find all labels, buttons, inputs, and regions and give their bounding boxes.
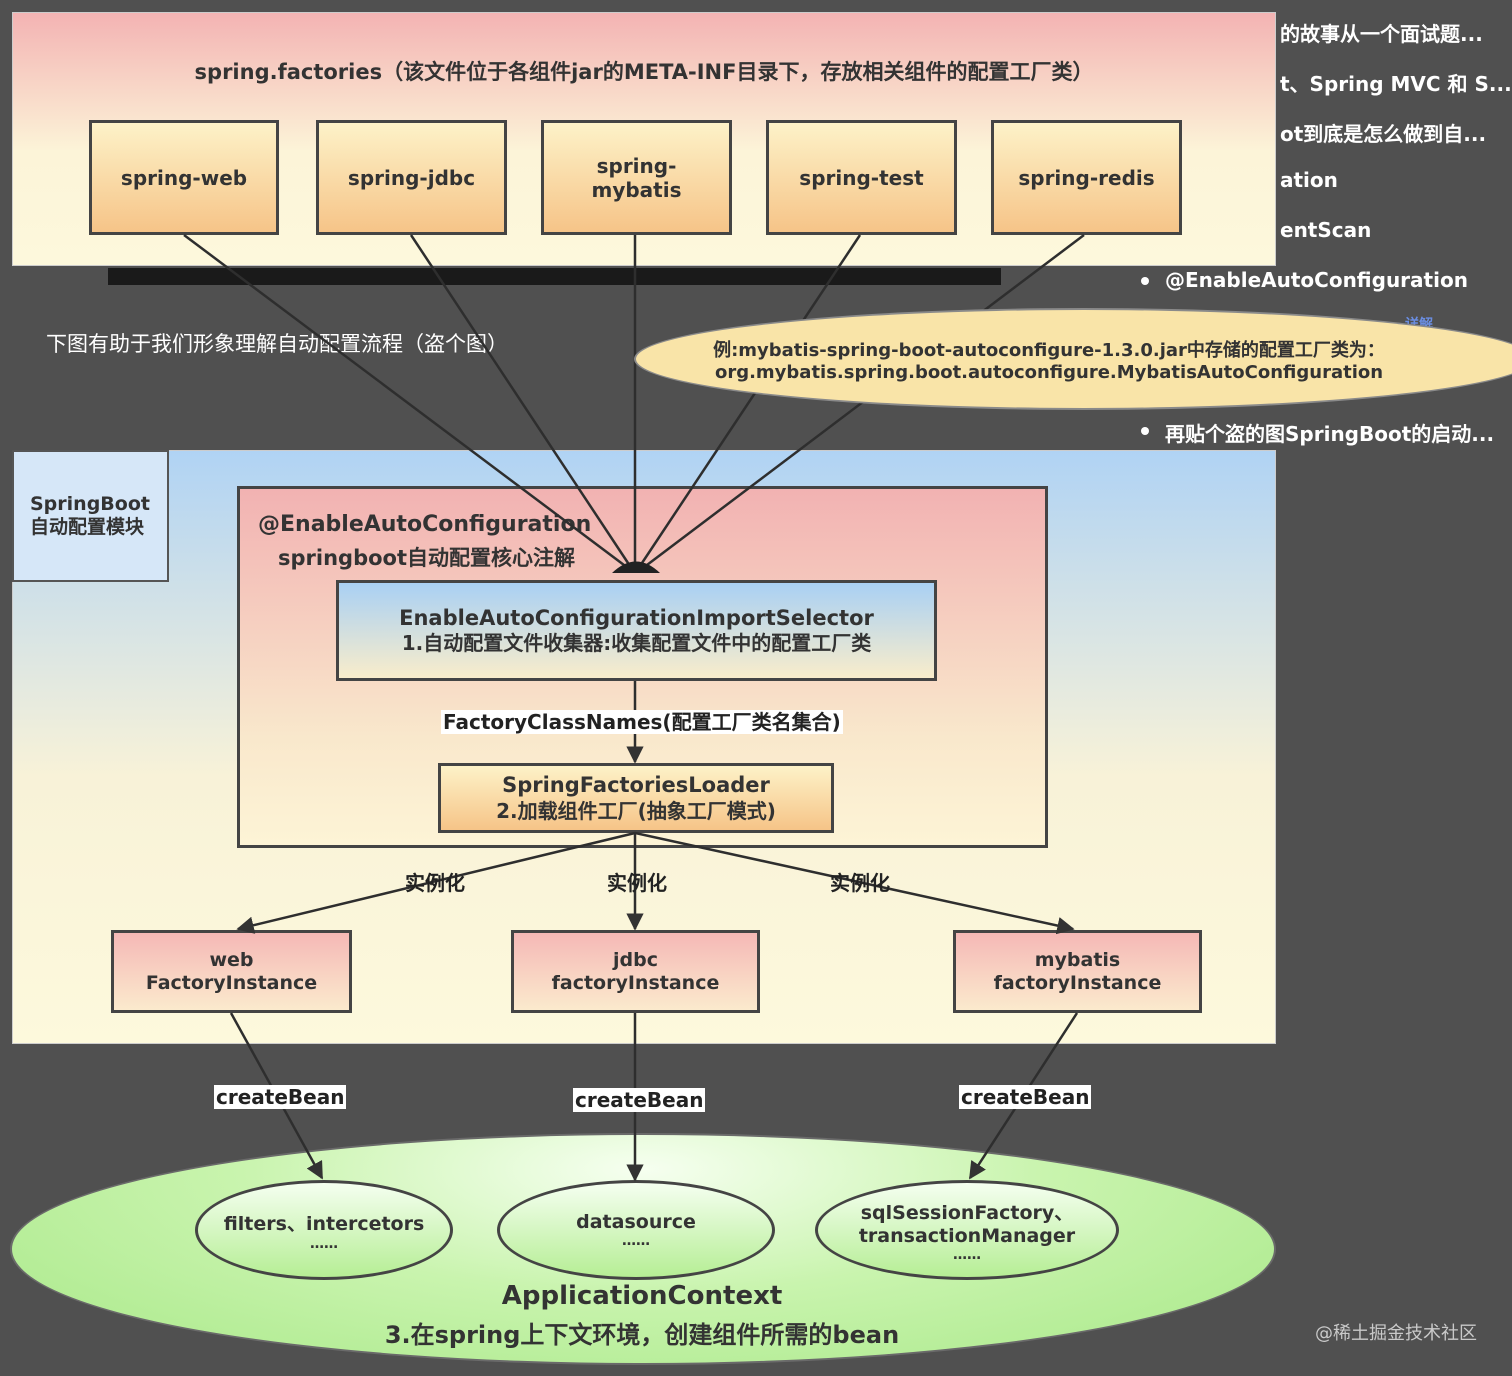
example-callout: 例:mybatis-spring-boot-autoconfigure-1.3.… — [634, 308, 1512, 410]
factory-class-names-label: FactoryClassNames(配置工厂类名集合) — [441, 710, 843, 734]
bean-filters: filters、intercetors …… — [195, 1180, 453, 1280]
bean-datasource-name: datasource — [576, 1211, 696, 1233]
sidebar-item[interactable]: ation — [1280, 168, 1338, 192]
bean-filters-name: filters、intercetors — [223, 1212, 425, 1235]
example-line2: org.mybatis.spring.boot.autoconfigure.My… — [714, 361, 1384, 383]
connector-line — [634, 831, 1075, 935]
sidebar-item[interactable]: @EnableAutoConfiguration — [1165, 268, 1468, 292]
bean-datasource-more: …… — [622, 1233, 650, 1249]
spring-factories-title: spring.factories（该文件位于各组件jar的META-INF目录下… — [194, 60, 1094, 84]
instantiate-label: 实例化 — [607, 871, 667, 895]
create-bean-label: createBean — [959, 1085, 1092, 1109]
bean-filters-more: …… — [310, 1235, 338, 1252]
connector-line — [183, 234, 629, 569]
bean-sqlsession-name: sqlSessionFactory、 transactionManager — [858, 1201, 1076, 1247]
application-context-title: ApplicationContext — [501, 1281, 783, 1311]
component-spring-jdbc: spring-jdbc — [316, 120, 507, 235]
sidebar-item[interactable]: ot到底是怎么做到自... — [1280, 122, 1487, 146]
import-selector-title: EnableAutoConfigurationImportSelector — [399, 605, 874, 630]
loader-title: SpringFactoriesLoader — [502, 773, 770, 798]
connector-line — [236, 831, 636, 934]
dark-strip — [108, 268, 1001, 285]
instantiate-label: 实例化 — [830, 871, 890, 895]
component-spring-mybatis: spring- mybatis — [541, 120, 732, 235]
annotation-subtitle: springboot自动配置核心注解 — [278, 546, 575, 570]
create-bean-label: createBean — [573, 1088, 706, 1112]
connector-line — [638, 234, 862, 567]
bean-datasource: datasource …… — [497, 1180, 775, 1280]
sidebar-item[interactable]: 再贴个盗的图SpringBoot的启动... — [1165, 422, 1495, 446]
example-line1: 例:mybatis-spring-boot-autoconfigure-1.3.… — [713, 339, 1385, 361]
bullet-icon — [1141, 427, 1149, 435]
jdbc-factory-instance: jdbc factoryInstance — [511, 930, 760, 1013]
bean-sqlsession: sqlSessionFactory、 transactionManager …… — [815, 1180, 1119, 1280]
bullet-icon — [1141, 277, 1149, 285]
sidebar-item[interactable]: 的故事从一个面试题... — [1280, 22, 1483, 46]
annotation-title: @EnableAutoConfiguration — [258, 512, 592, 537]
component-spring-web: spring-web — [89, 120, 279, 235]
connector-line — [409, 234, 632, 567]
import-selector-box: EnableAutoConfigurationImportSelector 1.… — [336, 580, 937, 681]
component-spring-test: spring-test — [766, 120, 957, 235]
application-context-subtitle: 3.在spring上下文环境，创建组件所需的bean — [384, 1321, 900, 1349]
sidebar-item[interactable]: entScan — [1280, 218, 1372, 242]
web-factory-instance: web FactoryInstance — [111, 930, 352, 1013]
bean-sqlsession-more: …… — [953, 1246, 981, 1263]
component-spring-redis: spring-redis — [991, 120, 1182, 235]
sidebar-item[interactable]: t、Spring MVC 和 S... — [1280, 72, 1512, 96]
mybatis-factory-instance: mybatis factoryInstance — [953, 930, 1202, 1013]
import-selector-subtitle: 1.自动配置文件收集器:收集配置文件中的配置工厂类 — [401, 631, 872, 656]
watermark: @稀土掘金技术社区 — [1315, 1323, 1477, 1344]
create-bean-label: createBean — [214, 1085, 347, 1109]
loader-subtitle: 2.加载组件工厂(抽象工厂模式) — [496, 798, 776, 823]
spring-factories-loader-box: SpringFactoriesLoader 2.加载组件工厂(抽象工厂模式) — [438, 763, 834, 833]
springboot-module-label: SpringBoot 自动配置模块 — [12, 450, 169, 582]
instantiate-label: 实例化 — [405, 871, 465, 895]
aggregation-fan-icon — [612, 561, 660, 573]
caption: 下图有助于我们形象理解自动配置流程（盗个图） — [46, 332, 508, 356]
